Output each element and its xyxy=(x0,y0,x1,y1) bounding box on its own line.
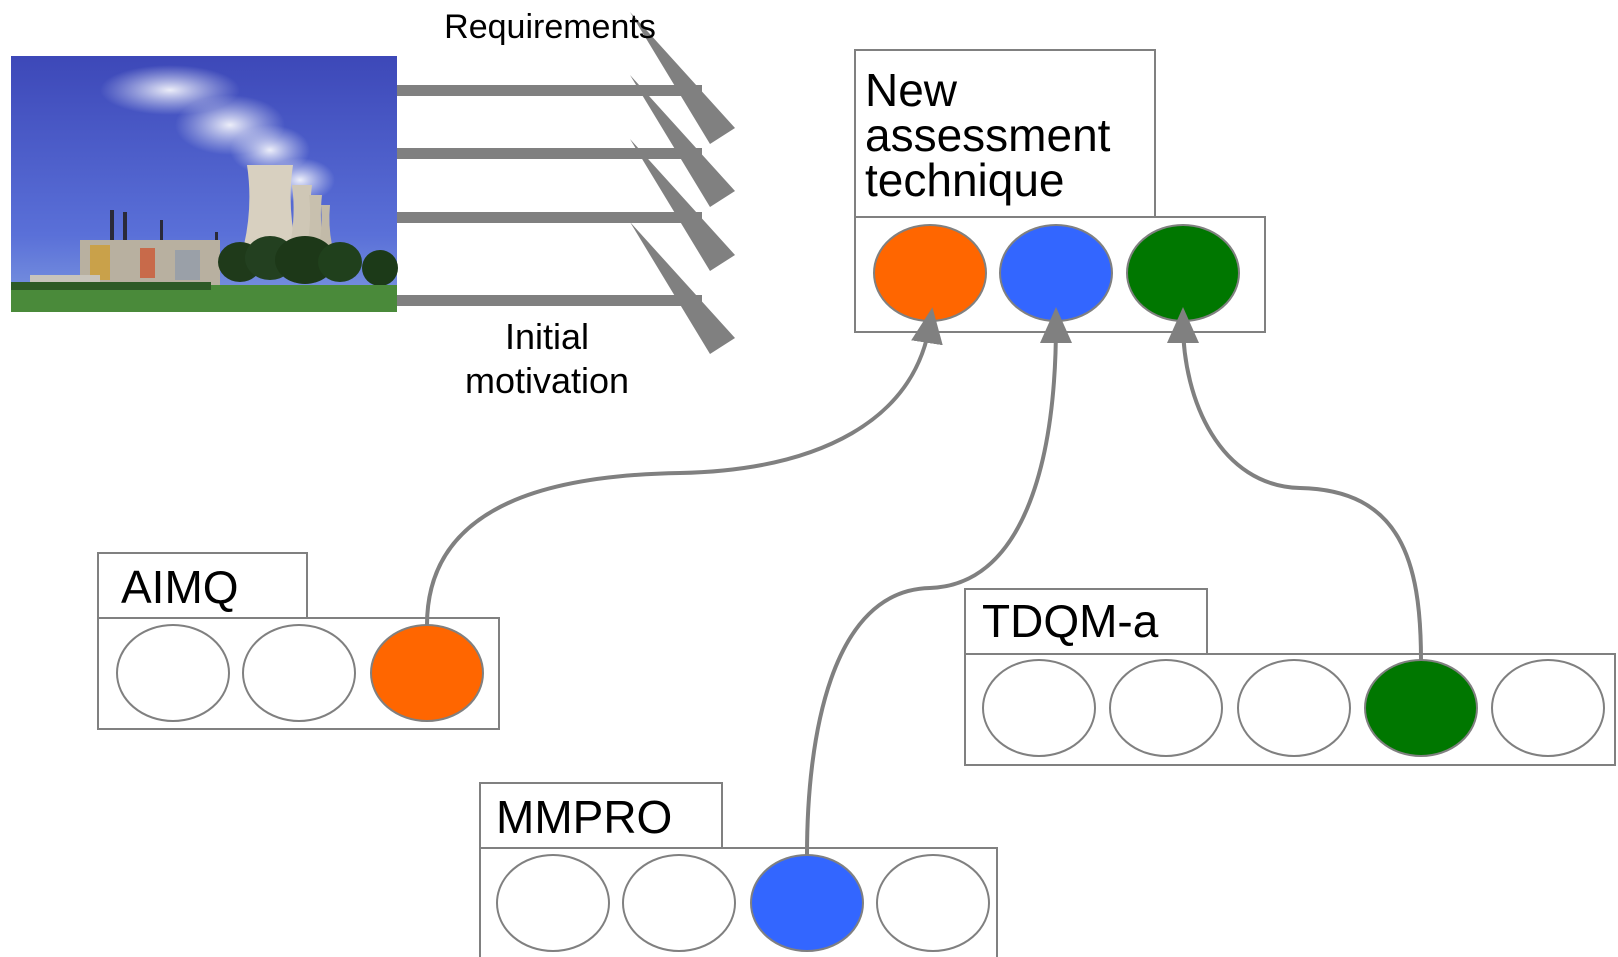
requirements-label: Requirements xyxy=(444,8,656,46)
tdqm-slot-1 xyxy=(982,659,1096,757)
motivation-label: motivation xyxy=(465,360,629,401)
aimq-slot-2 xyxy=(242,624,356,722)
mmpro-title-box xyxy=(479,782,723,849)
requirement-arrows xyxy=(397,12,735,354)
new-technique-slot-3 xyxy=(1126,224,1240,322)
new-technique-title-line-3: technique xyxy=(865,154,1065,206)
tdqm-box: TDQM-a xyxy=(964,588,1616,766)
tdqm-slot-5 xyxy=(1491,659,1605,757)
new-technique-title-line-1: New xyxy=(865,64,958,116)
new-technique-slot-1 xyxy=(873,224,987,322)
power-plant-photo xyxy=(11,56,398,312)
mmpro-slot-3 xyxy=(750,854,864,952)
mmpro-title: MMPRO xyxy=(496,791,672,843)
mmpro-slot-4 xyxy=(876,854,990,952)
tdqm-slot-4 xyxy=(1364,659,1478,757)
aimq-box: AIMQ xyxy=(97,552,500,730)
aimq-title-box xyxy=(97,552,308,619)
mmpro-slot-1 xyxy=(496,854,610,952)
new-technique-slot-2 xyxy=(999,224,1113,322)
tdqm-title: TDQM-a xyxy=(982,595,1159,647)
aimq-slot-1 xyxy=(116,624,230,722)
aimq-slot-3 xyxy=(370,624,484,722)
new-technique-title-box xyxy=(854,49,1156,218)
tdqm-slot-3 xyxy=(1237,659,1351,757)
connector-tdqm-to-new xyxy=(1167,307,1423,661)
aimq-title: AIMQ xyxy=(121,561,239,613)
new-technique-title-line-2: assessment xyxy=(865,109,1111,161)
connector-mmpro-to-new xyxy=(805,307,1072,856)
new-technique-box: New assessment technique xyxy=(854,49,1266,333)
mmpro-box: MMPRO xyxy=(479,782,998,957)
connector-aimq-to-new xyxy=(425,307,943,626)
connectors xyxy=(425,307,1423,856)
initial-label: Initial xyxy=(505,316,589,357)
mmpro-slot-2 xyxy=(622,854,736,952)
tdqm-title-box xyxy=(964,588,1208,655)
tdqm-slot-2 xyxy=(1109,659,1223,757)
